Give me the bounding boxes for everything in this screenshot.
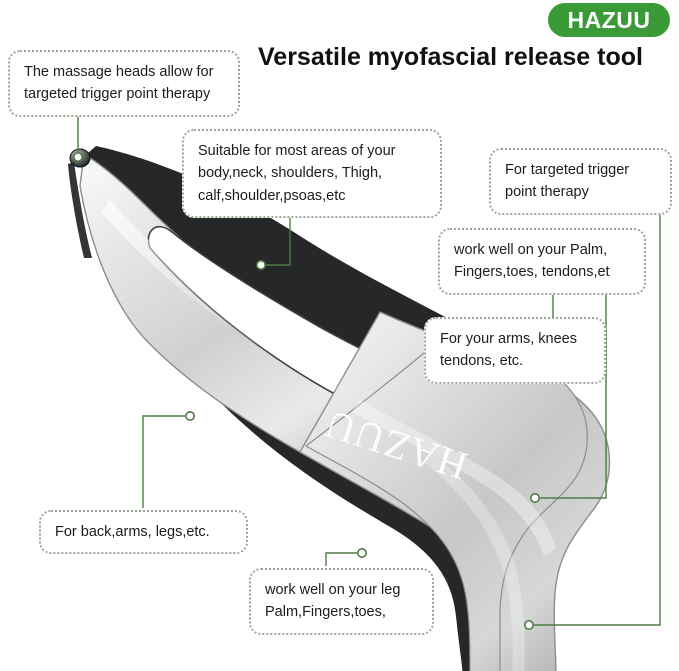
callout-arms-knees: For your arms, knees tendons, etc.: [424, 317, 606, 384]
callout-line: body,neck, shoulders, Thigh,: [198, 165, 383, 182]
callout-line: Fingers,toes, tendons,et: [454, 264, 610, 281]
callout-line: For your arms, knees: [440, 331, 577, 347]
callout-line: Suitable for most areas of your: [198, 143, 396, 159]
callout-line: Palm,Fingers,toes,: [265, 604, 386, 621]
brand-name: HAZUU: [567, 6, 651, 33]
callout-line: point therapy: [505, 184, 589, 201]
callout-trigger-point: For targeted trigger point therapy: [489, 148, 672, 215]
callout-line: work well on your leg: [265, 582, 401, 598]
brand-badge: HAZUU: [548, 3, 670, 37]
callout-massage-heads: The massage heads allow for targeted tri…: [8, 50, 240, 117]
page-title: Versatile myofascial release tool: [258, 43, 643, 71]
callout-palm-fingers: work well on your Palm, Fingers,toes, te…: [438, 228, 646, 295]
callout-line: targeted trigger point therapy: [24, 86, 211, 103]
callout-body-areas: Suitable for most areas of your body,nec…: [182, 129, 442, 219]
tool-sheen-lower: [352, 400, 556, 556]
callout-back-arms: For back,arms, legs,etc.: [39, 510, 248, 555]
callout-line: tendons, etc.: [440, 353, 524, 370]
callout-leg-palm: work well on your leg Palm,Fingers,toes,: [249, 568, 434, 635]
callout-line: calf,shoulder,psoas,etc: [198, 187, 346, 204]
callout-line: For back,arms, legs,etc.: [55, 524, 210, 540]
callout-line: The massage heads allow for: [24, 64, 214, 80]
callout-line: For targeted trigger: [505, 162, 630, 178]
tool-tip-spur: [68, 162, 92, 258]
tool-sheen-body: [424, 452, 525, 671]
callout-line: work well on your Palm,: [454, 242, 608, 258]
